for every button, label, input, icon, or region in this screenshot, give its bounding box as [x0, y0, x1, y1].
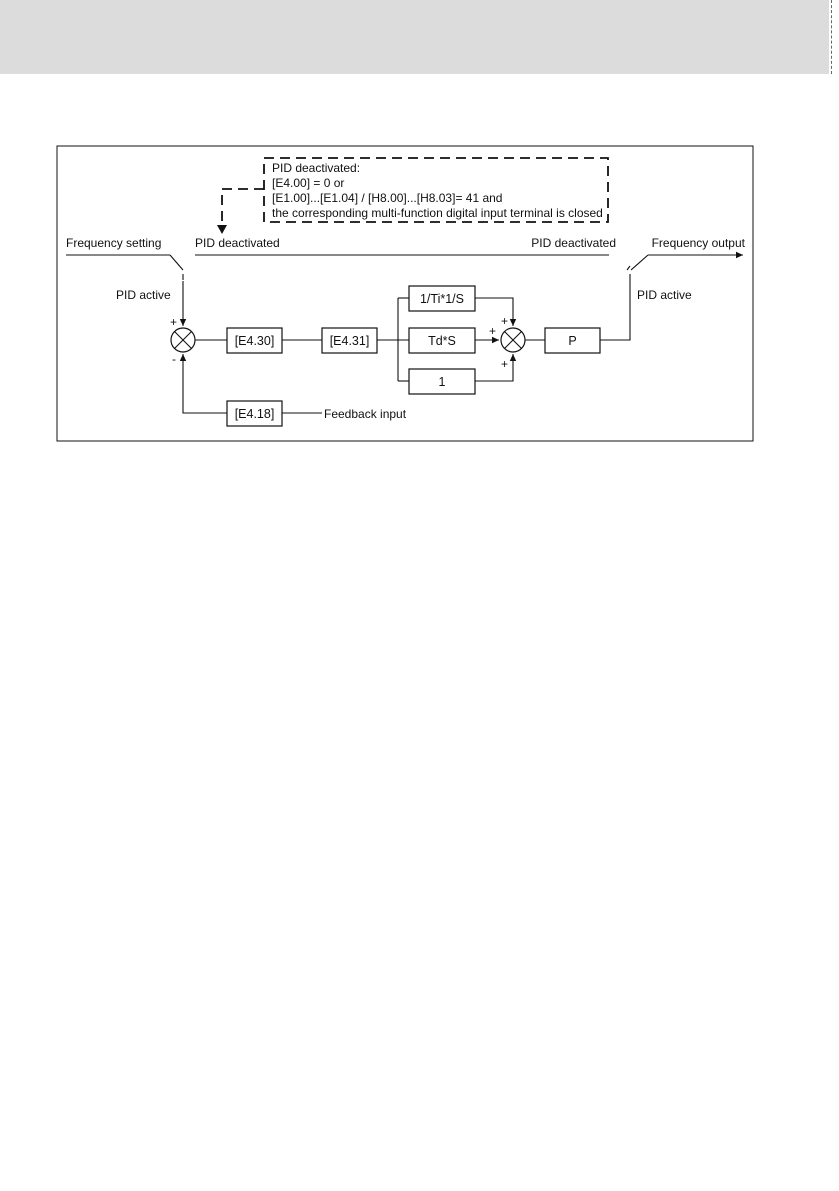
summing-junction-2	[501, 328, 525, 352]
block-proportional-unit-label: 1	[439, 375, 446, 389]
condition-line-2: [E4.00] = 0 or	[272, 176, 344, 190]
output-switch-tick	[627, 266, 630, 270]
input-switch-contact	[170, 255, 183, 270]
summer1-plus-sign: +	[170, 315, 177, 329]
summing-junction-1	[171, 328, 195, 352]
block-gain-label: P	[568, 334, 576, 348]
frequency-setting-label: Frequency setting	[66, 236, 161, 250]
block-e430-label: [E4.30]	[235, 334, 275, 348]
output-switch-contact	[631, 255, 648, 270]
block-integral-label: 1/Ti*1/S	[420, 292, 464, 306]
pid-active-right-label: PID active	[637, 288, 692, 302]
condition-line-3: [E1.00]...[E1.04] / [H8.00]...[H8.03]= 4…	[272, 191, 502, 205]
condition-pointer-arrow	[217, 225, 227, 234]
feedback-input-label: Feedback input	[324, 407, 407, 421]
summer2-bottom-plus-sign: +	[501, 357, 508, 371]
summer2-top-plus-sign: +	[501, 314, 508, 328]
condition-pointer-line	[222, 189, 264, 225]
gain-to-output-line	[600, 274, 630, 340]
pid-active-left-label: PID active	[116, 288, 171, 302]
condition-line-1: PID deactivated:	[272, 161, 360, 175]
block-derivative-label: Td*S	[428, 334, 456, 348]
block-e431-label: [E4.31]	[330, 334, 370, 348]
summer1-minus-sign: -	[172, 352, 176, 366]
condition-line-4: the corresponding multi-function digital…	[272, 206, 603, 220]
pid-deactivated-left-label: PID deactivated	[195, 236, 280, 250]
pid-deactivated-right-label: PID deactivated	[531, 236, 616, 250]
feedback-to-summer1-line	[183, 354, 227, 413]
summer2-left-plus-sign: +	[489, 324, 496, 338]
block-feedback-label: [E4.18]	[235, 407, 275, 421]
frequency-output-label: Frequency output	[652, 236, 746, 250]
